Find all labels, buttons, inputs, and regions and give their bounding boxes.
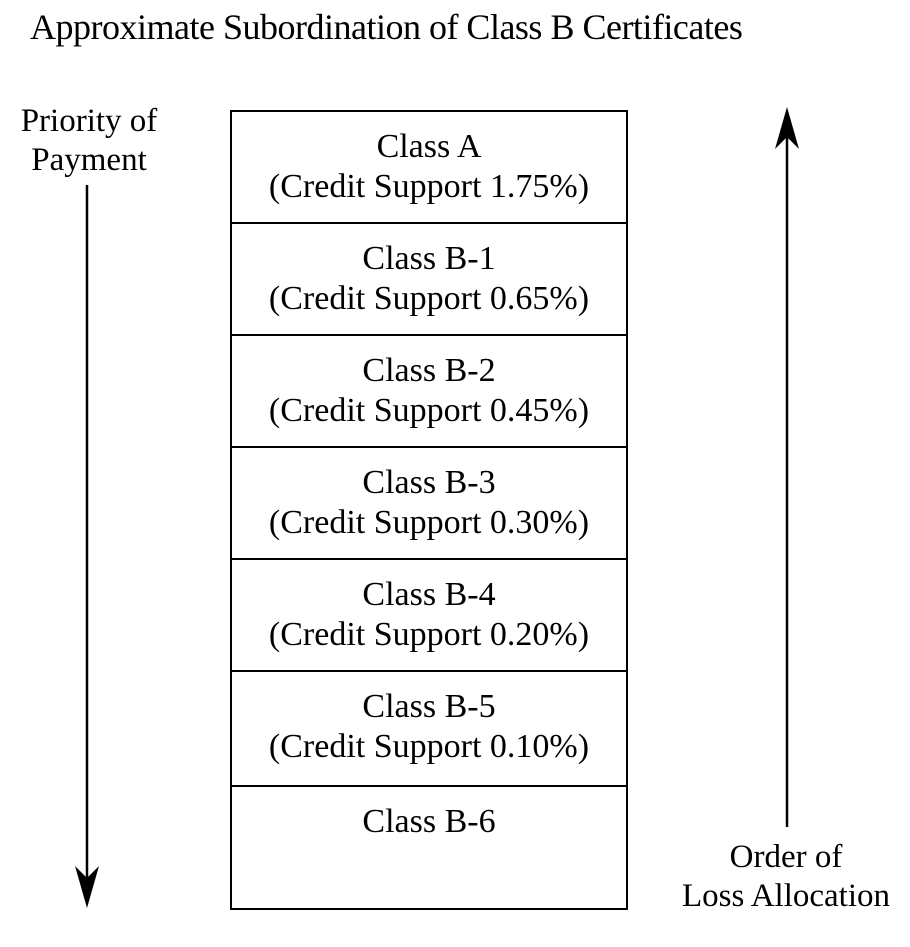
stack-row-class-b4: Class B-4 (Credit Support 0.20%): [232, 560, 626, 672]
priority-of-payment-label-line2: Payment: [31, 142, 147, 178]
credit-support-label: (Credit Support 0.30%): [268, 504, 590, 541]
stack-row-class-b3: Class B-3 (Credit Support 0.30%): [232, 448, 626, 560]
order-of-loss-allocation-label-line2: Loss Allocation: [681, 878, 891, 914]
order-of-loss-allocation-label: Order of Loss Allocation: [636, 838, 910, 916]
down-arrow-icon: [75, 185, 99, 908]
class-name-label: Class A: [376, 128, 482, 165]
priority-of-payment-label-line1: Priority of: [20, 103, 158, 139]
credit-support-label: (Credit Support 0.45%): [268, 392, 590, 429]
up-arrow-icon: [775, 107, 799, 827]
class-name-label: Class B-2: [362, 352, 496, 389]
credit-support-label: (Credit Support 0.20%): [268, 616, 590, 653]
stack-row-class-b2: Class B-2 (Credit Support 0.45%): [232, 336, 626, 448]
class-name-label: Class B-6: [362, 803, 496, 840]
subordination-stack: Class A (Credit Support 1.75%) Class B-1…: [230, 110, 628, 910]
order-of-loss-allocation-label-line1: Order of: [729, 839, 843, 875]
credit-support-label: (Credit Support 1.75%): [268, 168, 590, 205]
priority-of-payment-label: Priority of Payment: [0, 102, 178, 180]
class-name-label: Class B-5: [362, 688, 496, 725]
stack-row-class-a: Class A (Credit Support 1.75%): [232, 112, 626, 224]
stack-row-class-b5: Class B-5 (Credit Support 0.10%): [232, 672, 626, 787]
class-name-label: Class B-3: [362, 464, 496, 501]
class-name-label: Class B-4: [362, 576, 496, 613]
credit-support-label: (Credit Support 0.65%): [268, 280, 590, 317]
page-title: Approximate Subordination of Class B Cer…: [30, 7, 743, 47]
stack-row-class-b1: Class B-1 (Credit Support 0.65%): [232, 224, 626, 336]
credit-support-label: (Credit Support 0.10%): [268, 728, 590, 765]
stack-row-class-b6: Class B-6: [232, 787, 626, 908]
class-name-label: Class B-1: [362, 240, 496, 277]
